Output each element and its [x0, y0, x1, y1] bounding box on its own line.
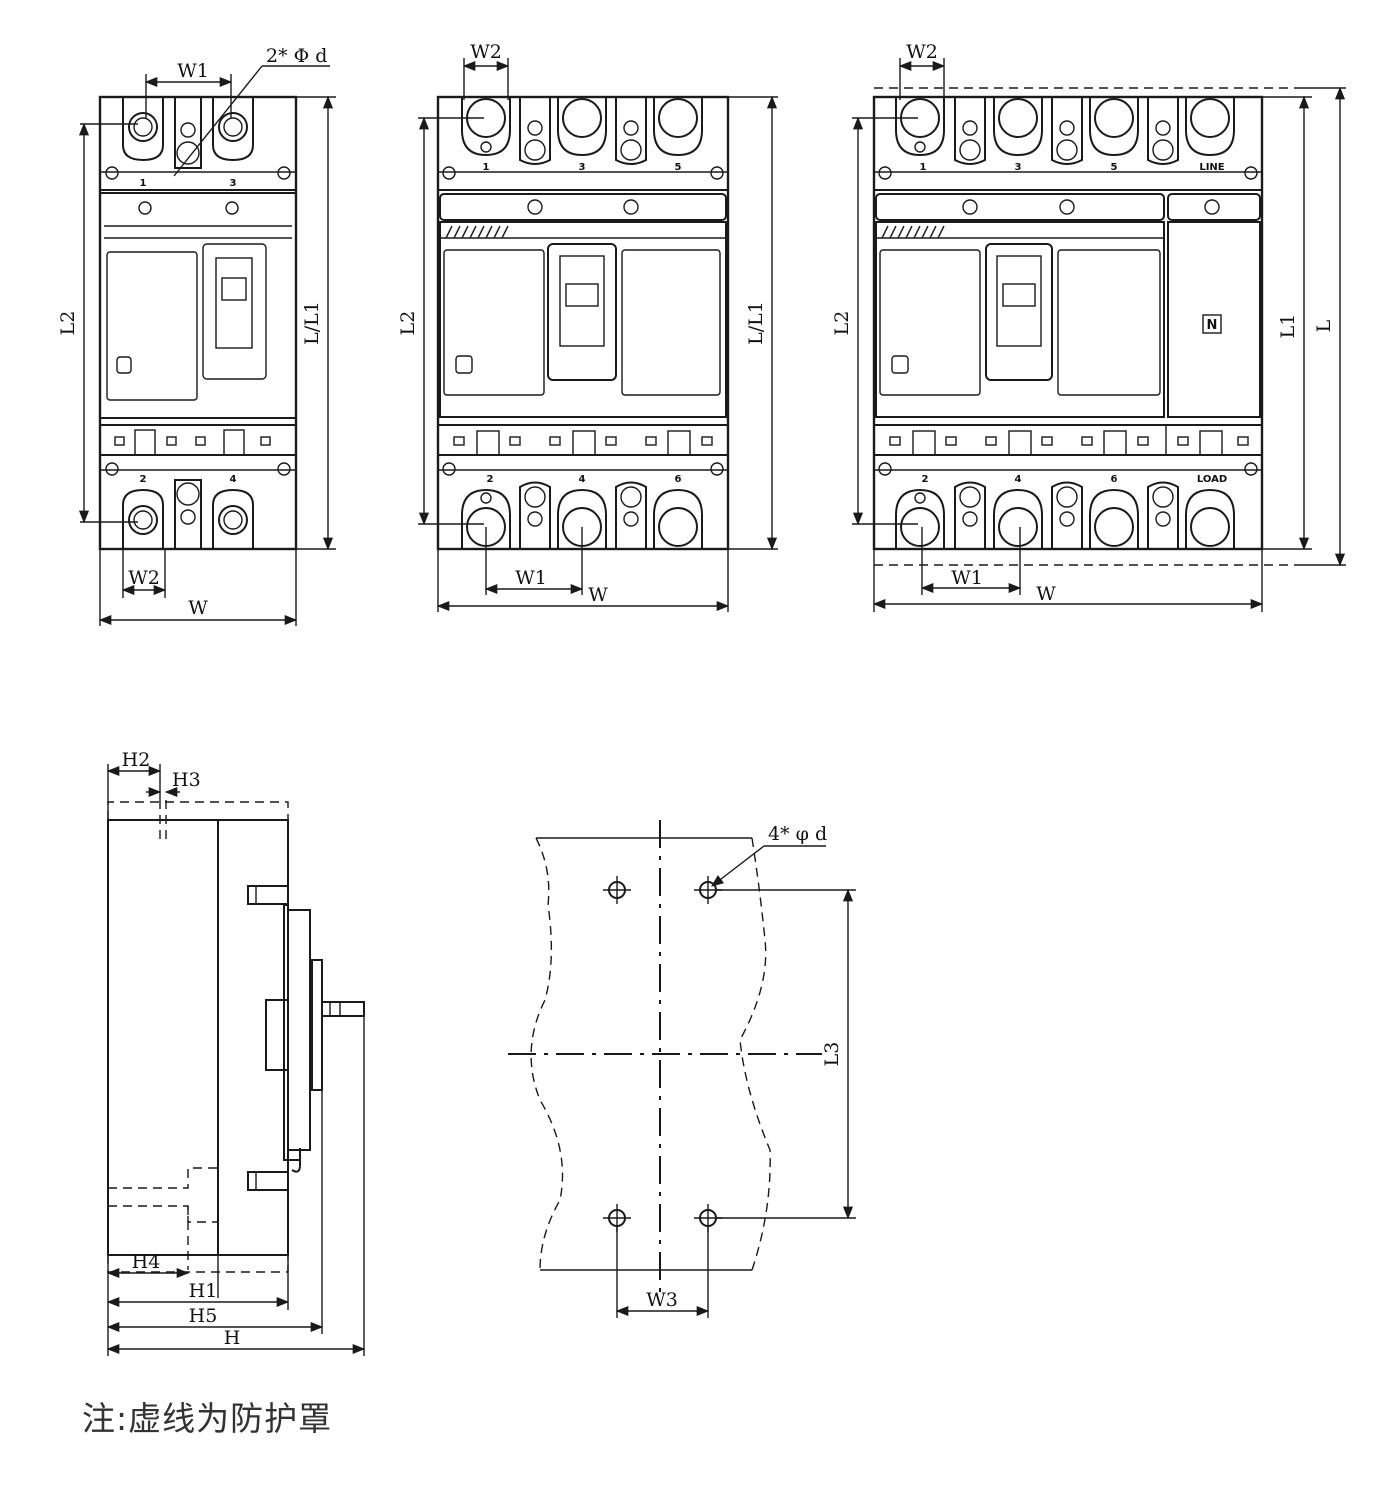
dim-w2: W2: [470, 41, 502, 63]
terminal-label: LOAD: [1197, 474, 1227, 485]
dim-hole-diameter: 2* Φ d: [266, 45, 327, 67]
terminal-label: 6: [1111, 474, 1118, 485]
dim-l1: L1: [1277, 314, 1299, 339]
neutral-marker: [1202, 314, 1222, 334]
terminal-label: 5: [675, 162, 682, 173]
dim-l3: L3: [821, 1042, 843, 1067]
mounting-hole-pattern: 4* φ d L3 W3: [508, 820, 856, 1318]
dim-l2: L2: [57, 311, 79, 336]
side-view: H2 H3 H4 H1 H5 H: [106, 749, 366, 1356]
terminal-label: 2: [140, 474, 147, 485]
dim-w: W: [588, 584, 608, 606]
terminal-label: 1: [483, 162, 490, 173]
terminal-label: 1: [140, 178, 147, 189]
dim-h3: H3: [172, 769, 201, 791]
terminal-label: 3: [1015, 162, 1022, 173]
dim-h: H: [224, 1327, 241, 1349]
dim-h2: H2: [122, 749, 151, 771]
dim-hole-diameter: 4* φ d: [768, 823, 827, 845]
dim-w3: W3: [646, 1289, 678, 1311]
dim-l2: L2: [397, 311, 419, 336]
break-line-right: [739, 837, 771, 1271]
dim-l-l1: L/L1: [301, 301, 323, 345]
break-line-left: [530, 837, 564, 1271]
dim-w2: W2: [128, 567, 160, 589]
dim-w1: W1: [515, 567, 547, 589]
terminal-label: 6: [675, 474, 682, 485]
dim-w: W: [1036, 583, 1056, 605]
dim-h5: H5: [189, 1305, 218, 1327]
front-view-2-pole: 1 3 2 4 W1 2* Φ d L2 L/L1 W2 W: [57, 45, 336, 626]
neutral-marker-label: N: [1207, 318, 1218, 333]
terminal-label: 4: [1015, 474, 1022, 485]
front-view-4-pole: 1 3 5 LINE N 2: [831, 41, 1346, 612]
terminal-label: LINE: [1199, 162, 1224, 173]
mounting-hole: [603, 876, 631, 904]
dim-h4: H4: [132, 1251, 161, 1273]
dim-w1: W1: [951, 567, 983, 589]
footnote: 注:虚线为防护罩: [82, 1399, 333, 1438]
terminal-label: 4: [579, 474, 586, 485]
protective-cover-dashed: [107, 801, 289, 820]
front-view-3-pole: 1 3 5 2 4 6 W2 L2: [397, 41, 778, 612]
dim-w: W: [188, 597, 208, 619]
terminal-label: 2: [487, 474, 494, 485]
terminal-label: 1: [920, 162, 927, 173]
dim-l-l1: L/L1: [745, 301, 767, 345]
terminal-label: 2: [922, 474, 929, 485]
terminal-label: 3: [230, 178, 237, 189]
dim-w1: W1: [177, 60, 209, 82]
dim-l: L: [1313, 319, 1335, 332]
terminal-label: 4: [230, 474, 237, 485]
terminal-label: 5: [1111, 162, 1118, 173]
terminal-label: 3: [579, 162, 586, 173]
dim-w2: W2: [906, 41, 938, 63]
dim-l2: L2: [831, 311, 853, 336]
dim-h1: H1: [189, 1280, 218, 1302]
